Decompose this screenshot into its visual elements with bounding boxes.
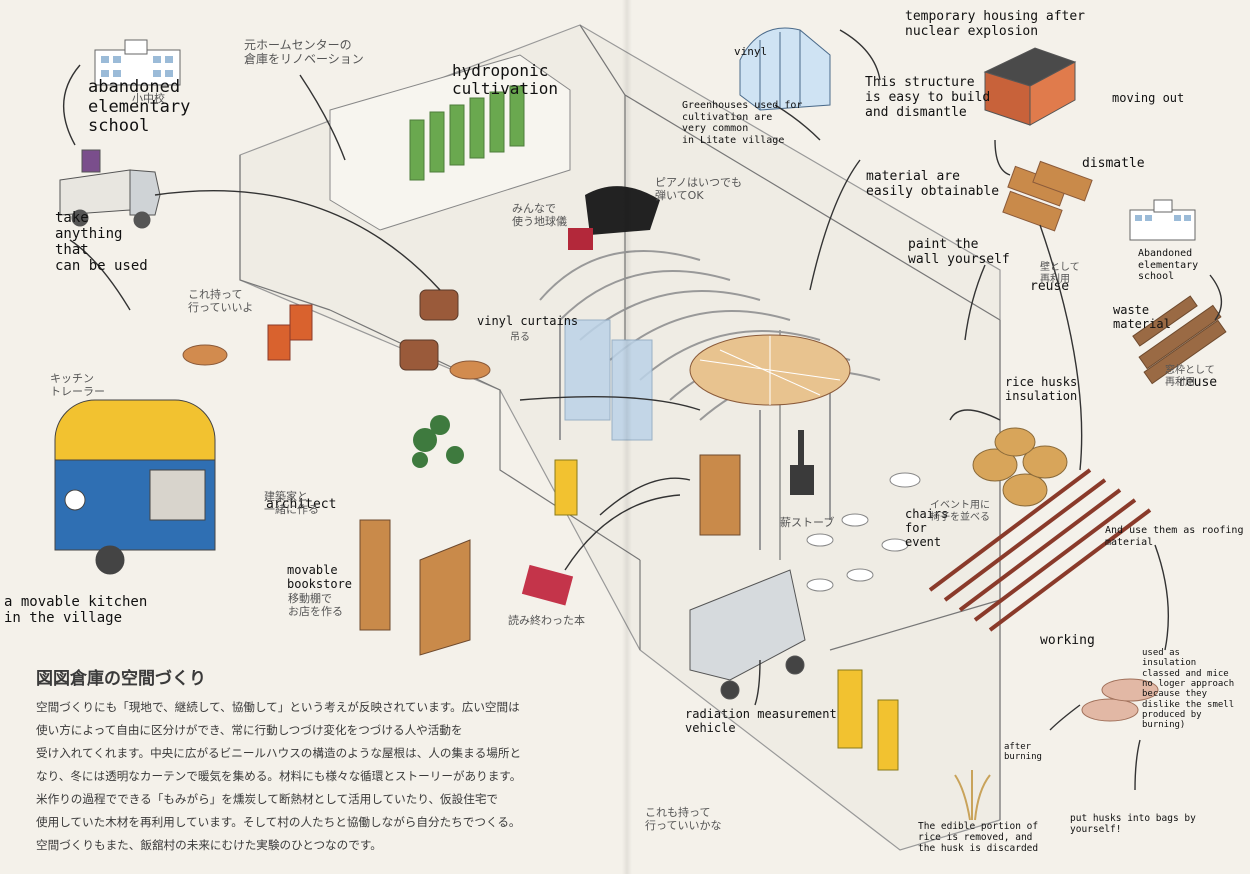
note-architect: architect (266, 497, 337, 512)
article-paragraph: 使い方によって自由に区分けができ、常に行動しつづけ変化をつづける人や活動を (36, 723, 463, 737)
note-material-obtainable: material are easily obtainable (866, 169, 1000, 199)
temporary-house-icon (983, 47, 1077, 126)
note-abandoned-school-2: Abandoned elementary school (1138, 248, 1199, 282)
lumber-pile (1002, 160, 1093, 232)
vinyl-curtains (564, 319, 653, 441)
note-movable-kitchen: a movable kitchen in the village (4, 594, 148, 627)
husk-sacks (1081, 678, 1159, 722)
books-icon (521, 564, 574, 606)
note-roofing: And use them as roofing material (1105, 525, 1244, 548)
kitchen-trailer-icon (54, 399, 216, 575)
jp-globe: みんなで 使う地球儀 (512, 202, 567, 229)
jp-piano: ピアノはいつでも 弾いてOK (655, 176, 743, 203)
note-easy-build: This structure is easy to build and dism… (865, 75, 991, 120)
note-paint-wall: paint the wall yourself (908, 237, 1010, 267)
rice-plant-icon (954, 770, 991, 821)
school-building-icon-right (1129, 199, 1196, 241)
article-body: 空間づくりにも「現地で、継続して、協働して」という考えが反映されています。広い空… (36, 696, 581, 857)
jp-bookstore: 移動棚で お店を作る (288, 592, 343, 619)
truck-icon (59, 149, 161, 229)
note-radiation-vehicle: radiation measurement vehicle (685, 707, 837, 735)
round-lattice (689, 334, 851, 406)
school-building-icon (94, 39, 181, 86)
note-reuse-2: reuse (1178, 375, 1218, 390)
piano-icon (568, 186, 660, 250)
page-fold (622, 0, 632, 874)
note-vinyl: vinyl (734, 45, 768, 58)
note-abandoned-school: abandoned elementary school (88, 77, 191, 137)
note-greenhouses: Greenhouses used for cultivation are ver… (682, 100, 803, 146)
note-rice-edible: The edible portion of rice is removed, a… (918, 821, 1039, 854)
plants (412, 415, 464, 468)
rice-husk-bags (972, 427, 1068, 507)
bookshelf (359, 454, 741, 656)
jp-reuse-2: 窓枠として 再利用 (1165, 365, 1215, 388)
article-title: 図図倉庫の空間づくり (36, 669, 206, 689)
jp-kitchen-trailer: キッチン トレーラー (50, 372, 105, 399)
note-take-anything: take anything that can be used (55, 210, 148, 275)
greenhouse-icon (739, 27, 831, 111)
note-vinyl-curtains: vinyl curtains (477, 314, 579, 328)
note-after-burning: after burning (1004, 742, 1042, 763)
roof-rafters (928, 468, 1152, 632)
jp-wood-stove: 薪ストーブ (780, 516, 835, 529)
doors (554, 459, 899, 771)
waste-wood (1132, 295, 1227, 385)
article-paragraph: 空間づくりにも「現地で、継続して、協働して」という考えが反映されています。広い空… (36, 700, 520, 714)
jp-bring-this: これ持って 行っていいよ (188, 288, 254, 315)
jp-curtains: 吊る (510, 332, 530, 343)
jp-finished-books: 読み終わった本 (508, 614, 585, 627)
article-paragraph: 米作りの過程でできる「もみがら」を燻炭して断熱材として活用していたり、仮設住宅で (36, 792, 499, 806)
article-paragraph: 使用していた木材を再利用しています。そして村の人たちと協働しながら自分たちでつく… (36, 815, 521, 829)
note-insulation: used as insulation classed and mice no l… (1142, 648, 1235, 731)
note-moving-out: moving out (1112, 91, 1185, 105)
jp-event: イベント用に 椅子を並べる (930, 500, 990, 523)
jp-bring-this-2: これも持って 行っていいかな (645, 806, 722, 833)
note-reuse-1: reuse (1030, 279, 1070, 294)
article-paragraph: 空間づくりもまた、飯舘村の未来にむけた実験のひとつなのです。 (36, 838, 382, 852)
wood-stove-icon (790, 430, 814, 495)
jp-renovation: 元ホームセンターの 倉庫をリノベーション (244, 38, 364, 67)
note-chairs-event: chairs for event (905, 507, 949, 549)
note-movable-bookstore: movable bookstore (287, 563, 353, 591)
jp-school: 小中校 (132, 92, 165, 105)
radiation-van-icon (689, 569, 806, 700)
jp-reuse-1: 壁として 再利用 (1040, 262, 1080, 285)
note-waste-material: waste material (1113, 303, 1171, 331)
note-temporary-housing: temporary housing after nuclear explosio… (905, 9, 1086, 39)
round-tables (182, 344, 491, 380)
hydroponic-room (329, 54, 571, 231)
article-paragraph: 受け入れてくれます。中央に広がるビニールハウスの構造のような屋根は、人の集まる場… (36, 746, 522, 760)
note-put-husks: put husks into bags by yourself! (1070, 813, 1196, 835)
armchairs (399, 289, 459, 371)
note-working: working (1040, 633, 1095, 648)
stools (806, 472, 921, 592)
note-dismantle: dismatle (1082, 156, 1145, 171)
note-hydroponic: hydroponic cultivation (452, 61, 558, 99)
barrels (267, 304, 313, 361)
note-rice-husks: rice husks insulation (1005, 375, 1078, 403)
annotation-arrows (63, 29, 1223, 791)
article-paragraph: なり、冬には透明なカーテンで暖気を集める。材料にも様々な循環とストーリーがありま… (36, 769, 522, 783)
jp-architect: 建築家と 一緒に作る (264, 490, 319, 517)
